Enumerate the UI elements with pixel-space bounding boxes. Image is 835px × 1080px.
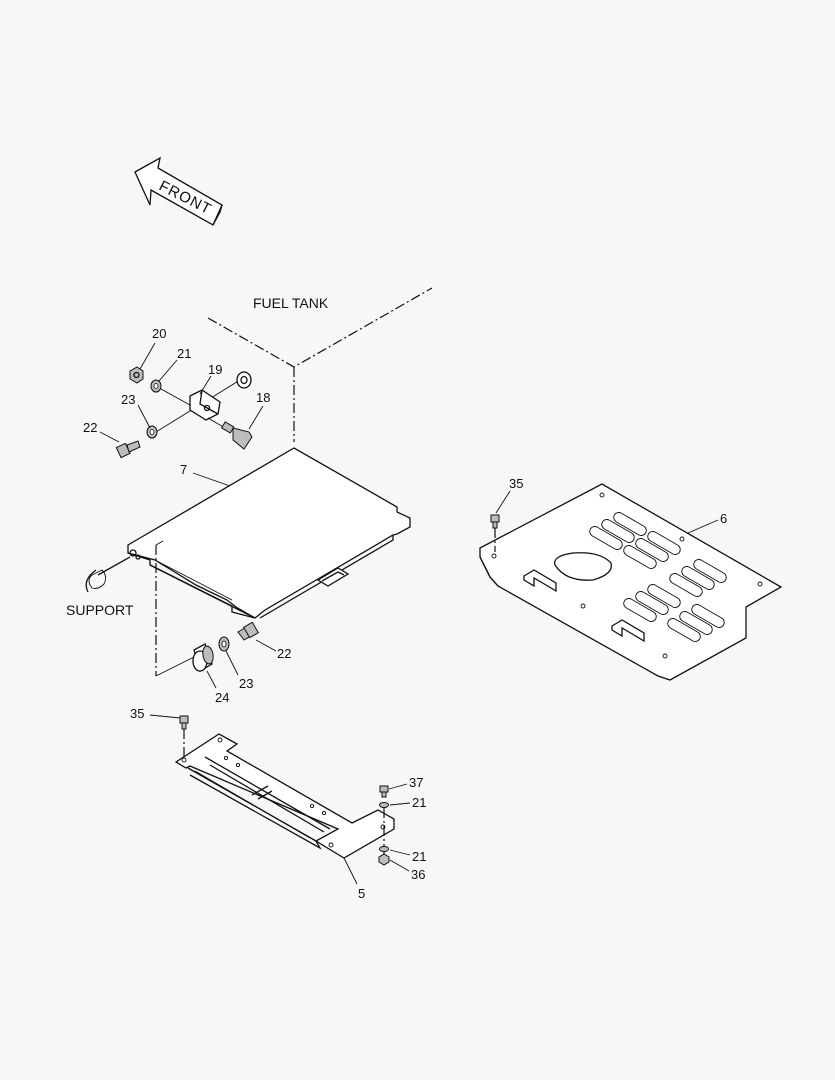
callout-5: 5: [358, 886, 365, 901]
floor-plate-part-6: [479, 483, 783, 681]
callout-35-right: 35: [509, 476, 523, 491]
callout-23-top: 23: [121, 392, 135, 407]
bushing-part-24: [192, 643, 214, 672]
callout-21-b1: 21: [412, 795, 426, 810]
callout-7: 7: [180, 462, 187, 477]
callout-24: 24: [215, 690, 229, 705]
bolt-part-22-top: [115, 440, 141, 459]
frame-part-5: [174, 733, 395, 859]
washer-part-21-b1: [379, 802, 389, 808]
callout-21-top: 21: [177, 346, 191, 361]
cover-plate-part-7: SUPPORT: [66, 447, 411, 619]
washer-part-23-mid: [218, 636, 230, 652]
callout-6: 6: [720, 511, 727, 526]
washer-part-21-top: [150, 379, 162, 393]
bracket-part-19: [189, 389, 221, 421]
washer-part-21-b2: [379, 846, 389, 852]
callout-35-bottom: 35: [130, 706, 144, 721]
callout-21-b2: 21: [412, 849, 426, 864]
callout-labels: 20 21 19 23 18 22 7 35 6 22 23 24 35 37 …: [83, 326, 727, 901]
stopper-part-18: [207, 417, 253, 450]
callout-22-mid: 22: [277, 646, 291, 661]
fuel-tank-label: FUEL TANK: [253, 295, 329, 311]
callout-19: 19: [208, 362, 222, 377]
leader-hinge: [155, 540, 164, 546]
callout-22-top: 22: [83, 420, 97, 435]
fuel-tank-outline: FUEL TANK: [207, 287, 433, 442]
bolt-part-35-right: [490, 514, 500, 552]
nut-part-20: [129, 366, 144, 384]
bolt-part-37: [379, 785, 389, 798]
callout-37: 37: [409, 775, 423, 790]
callout-23-mid: 23: [239, 676, 253, 691]
callout-18: 18: [256, 390, 270, 405]
callout-36: 36: [411, 867, 425, 882]
bolt-part-35-bottom: [179, 715, 189, 758]
leader-to-bushing: [155, 655, 197, 677]
front-arrow-icon: FRONT: [134, 156, 223, 226]
washer-part-23-top: [146, 425, 158, 439]
bushing-part-18-top: [236, 371, 252, 389]
bolt-part-22-mid: [237, 621, 260, 641]
callout-20: 20: [152, 326, 166, 341]
support-label: SUPPORT: [66, 602, 134, 618]
bracket-hardware-group: [115, 366, 253, 459]
nut-part-36: [378, 853, 390, 866]
leader-lines: [99, 342, 719, 885]
